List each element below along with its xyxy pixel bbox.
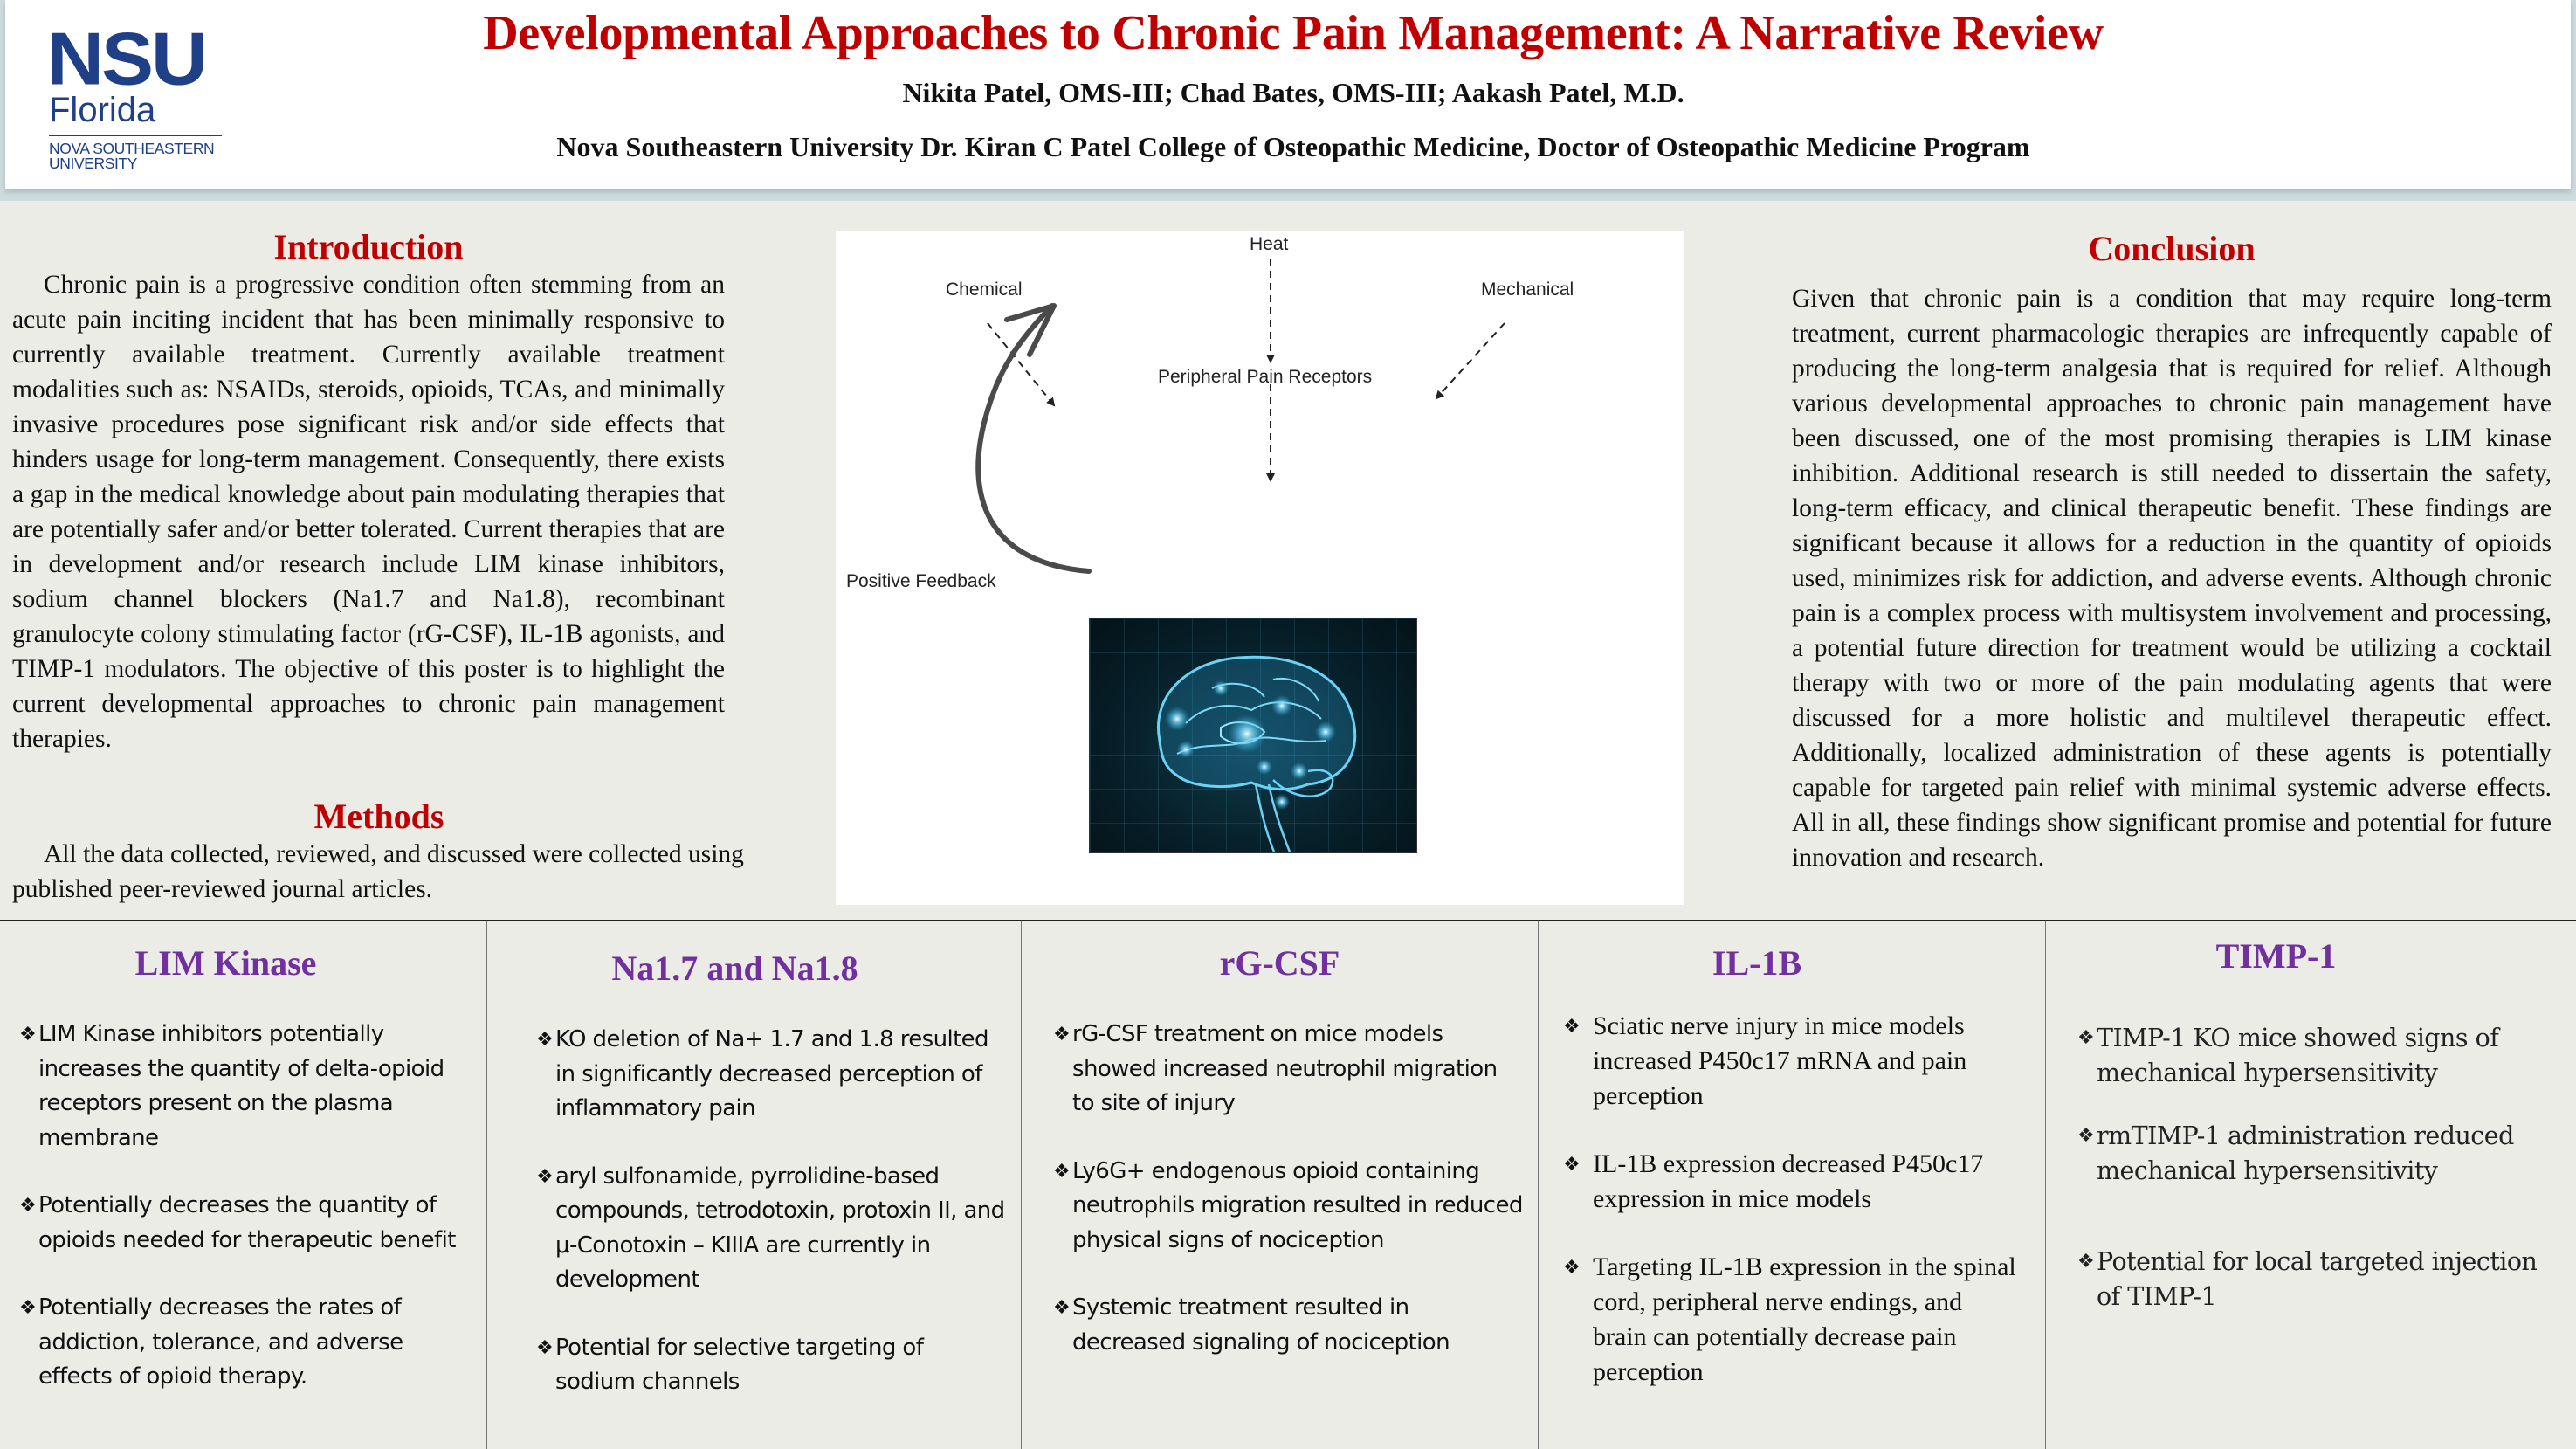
diamond-bullet-icon: ❖ [1563,1153,1581,1175]
bullet-text: aryl sulfonamide, pyrrolidine-based comp… [555,1163,1005,1294]
bullet-text: rG-CSF treatment on mice models showed i… [1072,1021,1498,1116]
pain-pathway-diagram: Chemical Heat Mechanical Peripheral Pain… [836,231,1684,905]
bullet-item: ❖ Targeting IL-1B expression in the spina… [1563,1250,2017,1390]
diamond-bullet-icon: ❖ [1053,1160,1071,1183]
diamond-bullet-icon: ❖ [19,1297,37,1319]
diamond-bullet-icon: ❖ [1563,1015,1581,1037]
conclusion-text: Given that chronic pain is a condition t… [1792,285,2552,872]
nsu-florida-logo: NSU Florida NOVA SOUTHEASTERN UNIVERSITY [47,17,231,183]
bullet-item: ❖rmTIMP-1 administration reduced mechani… [2077,1119,2566,1189]
mechanical-arrow [1435,322,1505,400]
diamond-bullet-icon: ❖ [19,1195,37,1217]
panel-bullets: ❖ Sciatic nerve injury in mice models inc… [1563,1009,2017,1423]
diamond-bullet-icon: ❖ [2077,1027,2095,1049]
introduction-text: Chronic pain is a progressive condition … [12,271,725,753]
logo-university-line2: UNIVERSITY [49,155,138,172]
panel-title: rG-CSF [1219,943,1340,983]
methods-heading: Methods [313,797,444,836]
diamond-bullet-icon: ❖ [1563,1256,1581,1278]
panel-title: TIMP-1 [2215,936,2337,976]
bullet-text: Sciatic nerve injury in mice models incr… [1593,1011,1967,1110]
introduction-heading: Introduction [273,227,464,266]
diamond-bullet-icon: ❖ [536,1336,554,1359]
introduction-section: Introduction Chronic pain is a progressi… [12,227,725,756]
bullet-text: TIMP-1 KO mice showed signs of mechanica… [2097,1024,2499,1087]
bullet-text: Targeting IL-1B expression in the spinal… [1593,1252,2016,1386]
bullet-item: ❖aryl sulfonamide, pyrrolidine-based com… [536,1160,1008,1298]
diagram-arrows [975,259,1505,574]
conclusion-heading: Conclusion [2088,229,2256,268]
panel-na17-na18: Na1.7 and Na1.8 ❖KO deletion of Na+ 1.7 … [487,921,1022,1449]
header-banner: NSU Florida NOVA SOUTHEASTERN UNIVERSITY… [5,0,2571,189]
logo-wordmark: NSU [47,17,208,101]
logo-divider [49,135,222,136]
conclusion-section: Conclusion Given that chronic pain is a … [1792,229,2552,875]
bullet-text: KO deletion of Na+ 1.7 and 1.8 resulted … [555,1026,989,1121]
panel-title: IL-1B [1712,943,1802,983]
bullet-item: ❖Systemic treatment resulted in decrease… [1053,1291,1525,1360]
logo-university-name: NOVA SOUTHEASTERN UNIVERSITY [49,141,241,171]
positive-feedback-label: Positive Feedback [846,571,996,591]
bullet-item: ❖ Sciatic nerve injury in mice models inc… [1563,1009,2017,1114]
diamond-bullet-icon: ❖ [536,1165,554,1188]
stimulus-mechanical: Mechanical [1481,279,1574,300]
peripheral-pain-receptors-label: Peripheral Pain Receptors [1158,367,1373,387]
panel-title: Na1.7 and Na1.8 [611,949,858,988]
bullet-text: Potential for selective targeting of sod… [555,1334,924,1396]
diamond-bullet-icon: ❖ [19,1024,37,1045]
panel-lim-kinase: LIM Kinase ❖LIM Kinase inhibitors potent… [0,921,487,1449]
bullet-item: ❖ IL-1B expression decreased P450c17 expr… [1563,1147,2017,1217]
poster-authors: Nikita Patel, OMS-III; Chad Bates, OMS-I… [902,77,1684,108]
bullet-text: Potentially decreases the quantity of op… [38,1192,456,1253]
bullet-item: ❖LIM Kinase inhibitors potentially incre… [19,1018,473,1156]
brain-icon [1157,655,1357,852]
logo-state: Florida [49,91,156,129]
poster-affiliation: Nova Southeastern University Dr. Kiran C… [556,131,2030,162]
stimulus-chemical: Chemical [946,279,1023,300]
diamond-bullet-icon: ❖ [536,1029,554,1051]
bullet-text: Potential for local targeted injection o… [2097,1247,2538,1311]
methods-text: All the data collected, reviewed, and di… [12,840,744,903]
diamond-bullet-icon: ❖ [1053,1297,1071,1319]
stimulus-heat: Heat [1250,234,1289,254]
positive-feedback-arrow [975,303,1092,574]
bullet-item: ❖Potential for selective targeting of so… [536,1331,1008,1400]
bullet-item: ❖Potential for local targeted injection … [2077,1245,2566,1314]
diamond-bullet-icon: ❖ [1053,1024,1071,1045]
bullet-item: ❖TIMP-1 KO mice showed signs of mechanic… [2077,1021,2566,1091]
bullet-text: Systemic treatment resulted in decreased… [1072,1294,1450,1356]
panel-bullets: ❖LIM Kinase inhibitors potentially incre… [19,1018,473,1428]
panel-rg-csf: rG-CSF ❖rG-CSF treatment on mice models … [1022,921,1539,1449]
bullet-item: ❖KO deletion of Na+ 1.7 and 1.8 resulted… [536,1023,1008,1127]
panel-title: LIM Kinase [134,943,317,983]
methods-section: Methods All the data collected, reviewed… [12,797,746,907]
bullet-item: ❖Potentially decreases the rates of addi… [19,1291,473,1395]
bullet-item: ❖rG-CSF treatment on mice models showed … [1053,1018,1525,1121]
bullet-text: Potentially decreases the rates of addic… [38,1294,403,1390]
chemical-arrow [987,322,1056,407]
therapy-panels: LIM Kinase ❖LIM Kinase inhibitors potent… [0,920,2576,1449]
panel-il-1b: IL-1B ❖ Sciatic nerve injury in mice mode… [1539,921,2046,1449]
bullet-text: LIM Kinase inhibitors potentially increa… [38,1021,444,1151]
poster-title: Developmental Approaches to Chronic Pain… [483,6,2104,60]
poster-header: NSU Florida NOVA SOUTHEASTERN UNIVERSITY… [0,0,2576,201]
bullet-item: ❖Ly6G+ endogenous opioid containing neut… [1053,1155,1525,1259]
logo-university-line1: NOVA SOUTHEASTERN [49,140,215,157]
brain-image [1089,618,1417,853]
bullet-text: IL-1B expression decreased P450c17 expre… [1593,1149,1984,1213]
panel-bullets: ❖KO deletion of Na+ 1.7 and 1.8 resulted… [536,1023,1008,1433]
diamond-bullet-icon: ❖ [2077,1251,2095,1273]
bullet-text: rmTIMP-1 administration reduced mechanic… [2097,1121,2514,1185]
diamond-bullet-icon: ❖ [2077,1125,2095,1147]
panel-bullets: ❖TIMP-1 KO mice showed signs of mechanic… [2077,1021,2566,1348]
bullet-text: Ly6G+ endogenous opioid containing neutr… [1072,1157,1523,1253]
bullet-item: ❖Potentially decreases the quantity of o… [19,1189,473,1258]
positive-feedback-arrowhead [1004,303,1057,357]
panel-timp-1: TIMP-1 ❖TIMP-1 KO mice showed signs of m… [2046,921,2576,1449]
panel-bullets: ❖rG-CSF treatment on mice models showed … [1053,1018,1525,1393]
